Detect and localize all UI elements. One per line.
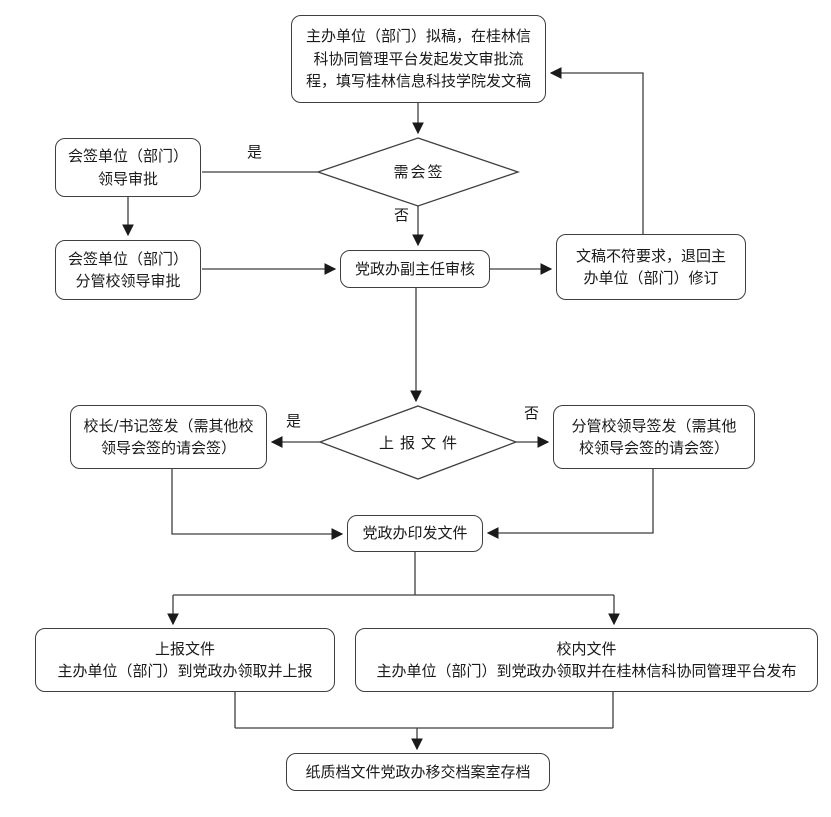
node-internal-file-title: 校内文件	[556, 639, 617, 658]
node-internal-file: 校内文件 主办单位（部门）到党政办领取并在桂林信科协同管理平台发布	[355, 628, 818, 692]
node-return-for-revision: 文稿不符要求，退回主办单位（部门）修订	[556, 234, 746, 300]
node-internal-file-detail: 主办单位（部门）到党政办领取并在桂林信科协同管理平台发布	[376, 662, 797, 680]
node-countersign-leader-line1: 会签单位（部门）	[68, 147, 189, 165]
decision-report-file-shape	[318, 405, 518, 480]
edge-label-report-no: 否	[524, 404, 540, 422]
edge-label-countersign-yes: 是	[247, 143, 263, 161]
edge-label-countersign-no: 否	[394, 206, 410, 224]
node-vice-leader-sign: 分管校领导签发（需其他校领导会签的请会签）	[553, 405, 755, 469]
node-countersign-leader: 会签单位（部门） 领导审批	[55, 138, 201, 197]
node-draft-text: 主办单位（部门）拟稿，在桂林信科协同管理平台发起发文审批流程，填写桂林信息科技学…	[305, 27, 531, 91]
decision-report-file-label: 上报文件	[378, 434, 463, 452]
node-president-sign: 校长/书记签发（需其他校领导会签的请会签）	[70, 405, 267, 469]
node-countersign-vice-leader-line2: 分管校领导审批	[75, 272, 181, 290]
node-deputy-director-review: 党政办副主任审核	[340, 250, 490, 288]
node-issue-document: 党政办印发文件	[347, 515, 483, 552]
node-report-file-detail: 主办单位（部门）到党政办领取并上报	[57, 662, 313, 680]
connector-president-sign-to-issue	[171, 469, 344, 540]
node-countersign-vice-leader-line1: 会签单位（部门）	[68, 249, 189, 268]
node-report-file-title: 上报文件	[154, 639, 215, 658]
connector-vice-sign-to-issue	[486, 469, 654, 539]
node-countersign-leader-line2: 领导审批	[97, 169, 158, 188]
node-countersign-vice-leader: 会签单位（部门） 分管校领导审批	[55, 240, 201, 300]
connector-return-to-draft	[549, 67, 644, 234]
decision-need-countersign-shape	[315, 137, 521, 207]
node-report-file: 上报文件 主办单位（部门）到党政办领取并上报	[35, 628, 335, 692]
node-draft: 主办单位（部门）拟稿，在桂林信科协同管理平台发起发文审批流程，填写桂林信息科技学…	[291, 15, 546, 103]
edge-label-report-yes: 是	[286, 412, 302, 430]
node-archive: 纸质档文件党政办移交档案室存档	[286, 753, 550, 791]
decision-need-countersign-label: 需会签	[393, 163, 445, 181]
